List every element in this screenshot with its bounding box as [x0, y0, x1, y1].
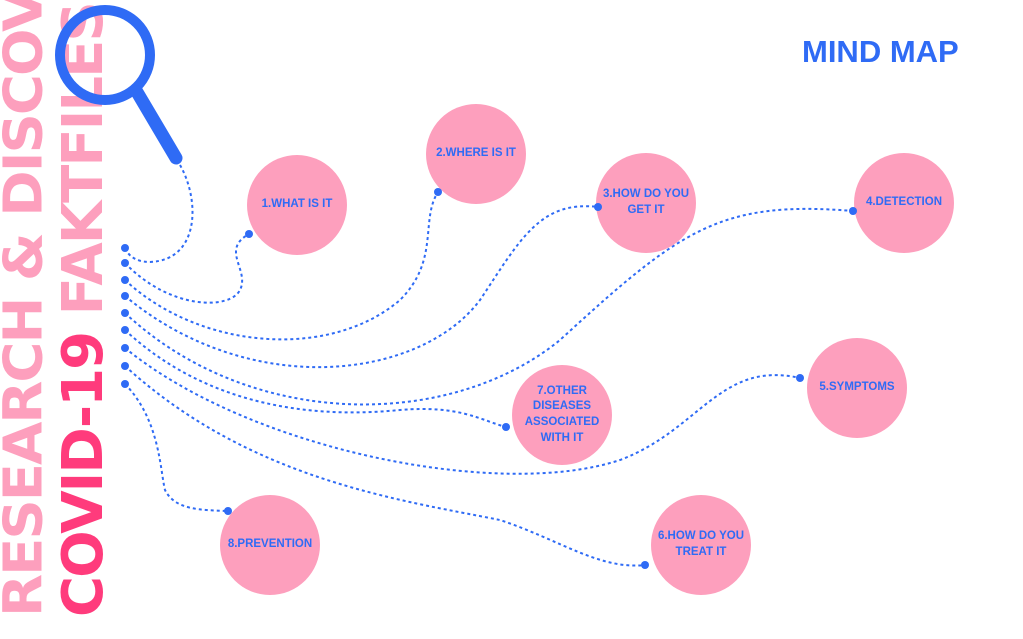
dot	[121, 309, 129, 317]
node-detection[interactable]: 4.DETECTION	[854, 153, 954, 253]
magnifier-icon	[55, 5, 183, 165]
connector-1	[124, 233, 250, 304]
connector-4	[124, 207, 854, 406]
node-label: 1.WHAT IS IT	[261, 198, 333, 211]
node-symptoms[interactable]: 5.SYMPTOMS	[807, 338, 907, 438]
connector-2	[124, 191, 439, 341]
node-label: 4.DETECTION	[865, 196, 943, 209]
node-how-do-you-treat-it[interactable]: 6.HOW DO YOU TREAT IT	[651, 495, 751, 595]
node-label: 8.PREVENTION	[227, 538, 313, 551]
dot	[121, 326, 129, 334]
connector-3	[124, 205, 599, 369]
node-label: 5.SYMPTOMS	[819, 381, 895, 394]
dot	[121, 362, 129, 370]
node-how-do-you-get-it[interactable]: 3.HOW DO YOU GET IT	[596, 153, 696, 253]
node-label: 2.WHERE IS IT	[436, 147, 516, 160]
connector-8	[124, 383, 229, 512]
dot	[121, 259, 129, 267]
dot	[121, 344, 129, 352]
connector-dots	[121, 244, 129, 388]
connector-6	[124, 365, 646, 567]
dot	[121, 380, 129, 388]
connector-magnifier	[124, 164, 194, 264]
dot	[121, 292, 129, 300]
node-where-is-it[interactable]: 2.WHERE IS IT	[426, 104, 526, 204]
node-other-diseases[interactable]: 7.OTHER DISEASES ASSOCIATED WITH IT	[512, 365, 612, 465]
dot	[121, 244, 129, 252]
node-prevention[interactable]: 8.PREVENTION	[220, 495, 320, 595]
dot	[121, 276, 129, 284]
page-title: MIND MAP	[802, 34, 959, 69]
connector-7	[124, 329, 507, 428]
node-label: 3.HOW DO YOU GET IT	[602, 188, 690, 216]
node-label: 7.OTHER DISEASES ASSOCIATED WITH IT	[524, 384, 600, 444]
node-what-is-it[interactable]: 1.WHAT IS IT	[247, 155, 347, 255]
connector-5	[124, 347, 801, 475]
node-label: 6.HOW DO YOU TREAT IT	[657, 530, 745, 558]
